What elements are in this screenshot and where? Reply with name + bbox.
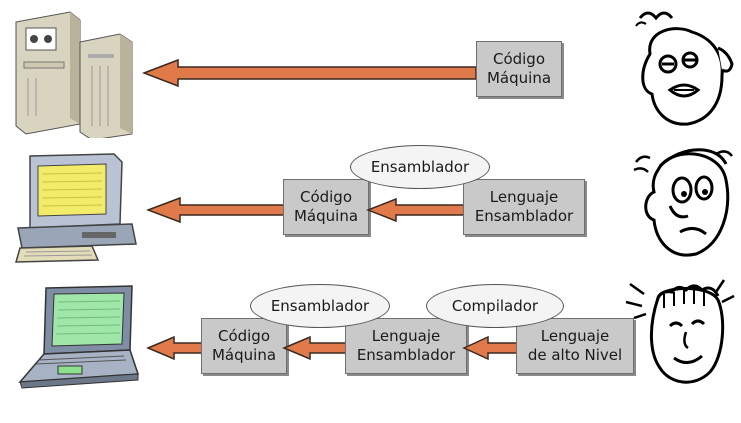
- high-level-language-box: Lenguaje de alto Nivel: [516, 318, 634, 374]
- box-line2: Ensamblador: [474, 207, 574, 225]
- box-line1: Código: [492, 50, 546, 68]
- assembly-language-box: Lenguaje Ensamblador: [463, 179, 585, 235]
- arrow-row2-right: [366, 197, 465, 223]
- box-line1: Código: [299, 188, 353, 206]
- arrow-row3-middle: [282, 335, 347, 361]
- machine-code-box: Código Máquina: [476, 41, 562, 97]
- arrow-row3-right: [462, 335, 519, 361]
- box-line1: Código: [217, 327, 271, 345]
- oval-label: Ensamblador: [270, 297, 370, 315]
- arrow-row1: [142, 58, 477, 88]
- oval-label: Ensamblador: [370, 158, 470, 176]
- laptop-computer-icon: [18, 285, 140, 389]
- box-line1: Lenguaje: [371, 327, 441, 345]
- oval-label: Compilador: [451, 297, 539, 315]
- desktop-computer-icon: [14, 153, 137, 263]
- worried-face-icon: [633, 148, 733, 257]
- box-line2: Máquina: [293, 207, 359, 225]
- box-line1: Lenguaje: [489, 188, 559, 206]
- assembly-language-box: Lenguaje Ensamblador: [345, 318, 467, 374]
- box-line2: Máquina: [211, 346, 277, 364]
- assembler-oval: Ensamblador: [250, 284, 390, 328]
- box-line2: Ensamblador: [356, 346, 456, 364]
- machine-code-box: Código Máquina: [201, 318, 287, 374]
- relieved-face-icon: [625, 279, 735, 384]
- mainframe-computer-icon: [15, 11, 133, 138]
- assembler-oval: Ensamblador: [350, 145, 490, 189]
- compiler-oval: Compilador: [426, 284, 564, 328]
- box-line2: Máquina: [486, 69, 552, 87]
- arrow-row3-left: [146, 335, 205, 361]
- box-line1: Lenguaje: [540, 327, 610, 345]
- frustrated-face-icon: [635, 11, 734, 126]
- box-line2: de alto Nivel: [527, 346, 623, 364]
- arrow-row2-left: [146, 196, 285, 224]
- machine-code-box: Código Máquina: [283, 179, 369, 235]
